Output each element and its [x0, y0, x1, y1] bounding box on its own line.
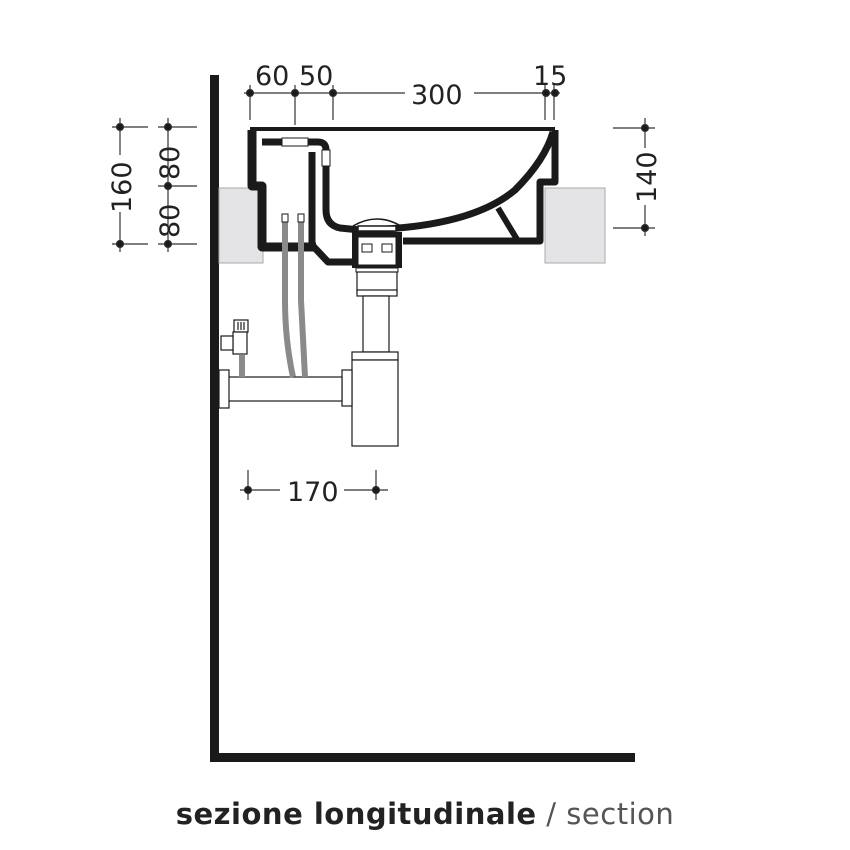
- dim-left-80-top: 80: [155, 146, 186, 180]
- dim-top-50: 50: [299, 61, 333, 92]
- basin: [247, 127, 559, 266]
- popup-drain: [352, 218, 402, 273]
- caption-primary: sezione longitudinale: [175, 797, 537, 831]
- left-support-block: [218, 187, 264, 264]
- overflow-inlet: [321, 149, 331, 167]
- right-support-block: [544, 187, 606, 264]
- dimension-lines: [112, 85, 655, 500]
- flex-hoses: [239, 222, 308, 378]
- caption: sezione longitudinale / section: [0, 797, 850, 831]
- dim-bottom-170: 170: [287, 477, 339, 508]
- dim-top-60: 60: [255, 61, 289, 92]
- hose-fitting-left: [281, 213, 289, 223]
- angle-valve: [220, 319, 249, 355]
- dim-left-80-bottom: 80: [155, 204, 186, 238]
- dim-left-160: 160: [107, 161, 138, 213]
- caption-separator: /: [536, 797, 567, 831]
- dim-top-15: 15: [533, 61, 567, 92]
- dim-top-300: 300: [411, 80, 463, 111]
- wall-floor: [210, 75, 635, 762]
- bottle-trap: [218, 271, 399, 447]
- overflow-slot: [281, 137, 309, 147]
- caption-secondary: section: [566, 797, 675, 831]
- hose-fitting-right: [297, 213, 305, 223]
- dim-right-140: 140: [632, 151, 663, 203]
